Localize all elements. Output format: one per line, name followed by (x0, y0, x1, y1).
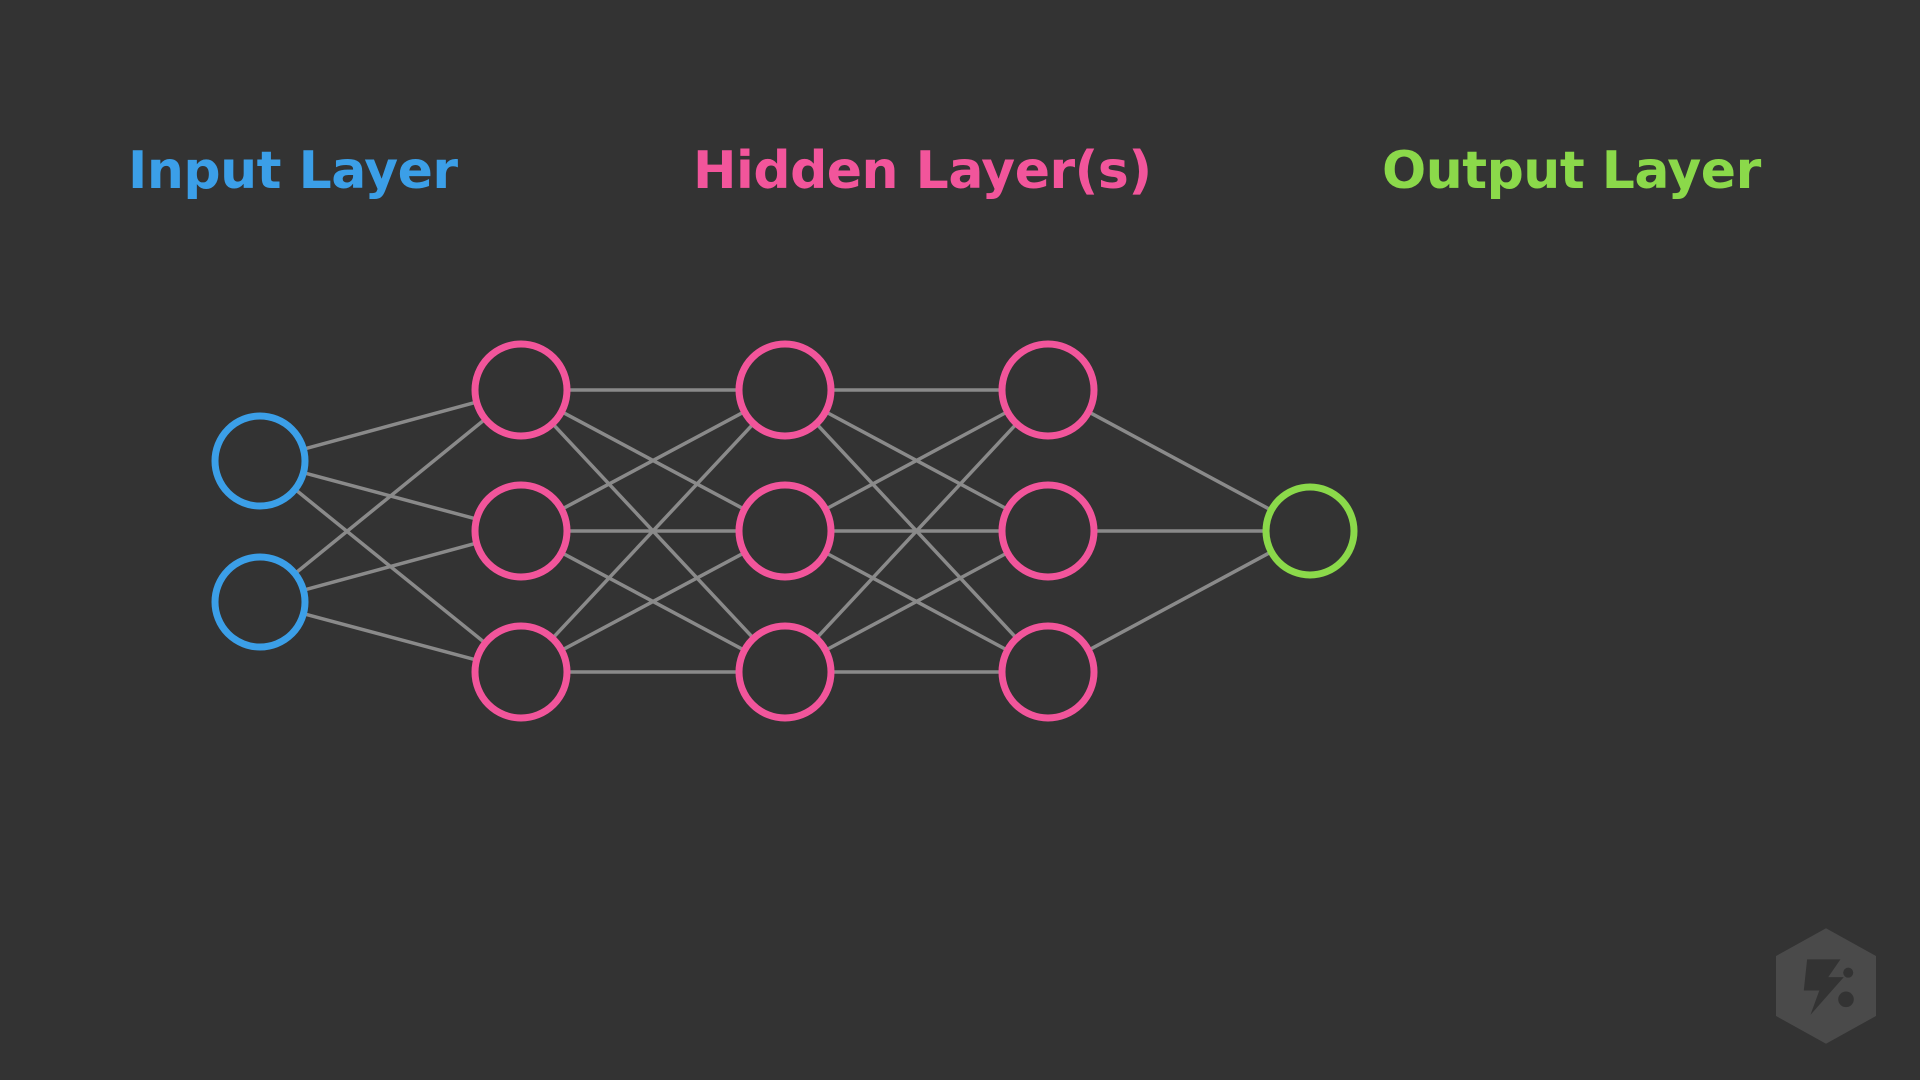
hidden-node (471, 481, 571, 581)
connection-edge (550, 421, 756, 641)
connection-edge (301, 611, 479, 662)
hidden-node (471, 622, 571, 722)
connection-edge (823, 550, 1010, 653)
connection-edge (301, 400, 479, 451)
hidden-node (735, 481, 835, 581)
edges-group (293, 388, 1273, 674)
connection-edge (293, 417, 488, 576)
input-node (211, 553, 309, 651)
nodes-group (211, 340, 1358, 722)
connection-edge (1086, 410, 1273, 512)
hidden-node (998, 481, 1098, 581)
hidden-node (735, 622, 835, 722)
connection-edge (559, 550, 747, 653)
connection-edge (814, 421, 1019, 641)
input-node (211, 412, 309, 510)
hidden-node (471, 340, 571, 440)
output-node (1262, 483, 1358, 579)
hidden-node (998, 340, 1098, 440)
hidden-node (735, 340, 835, 440)
connection-edge (559, 409, 747, 512)
connection-edge (823, 409, 1010, 512)
hidden-node (998, 622, 1098, 722)
connection-edge (1086, 550, 1273, 652)
connection-edge (301, 541, 479, 592)
